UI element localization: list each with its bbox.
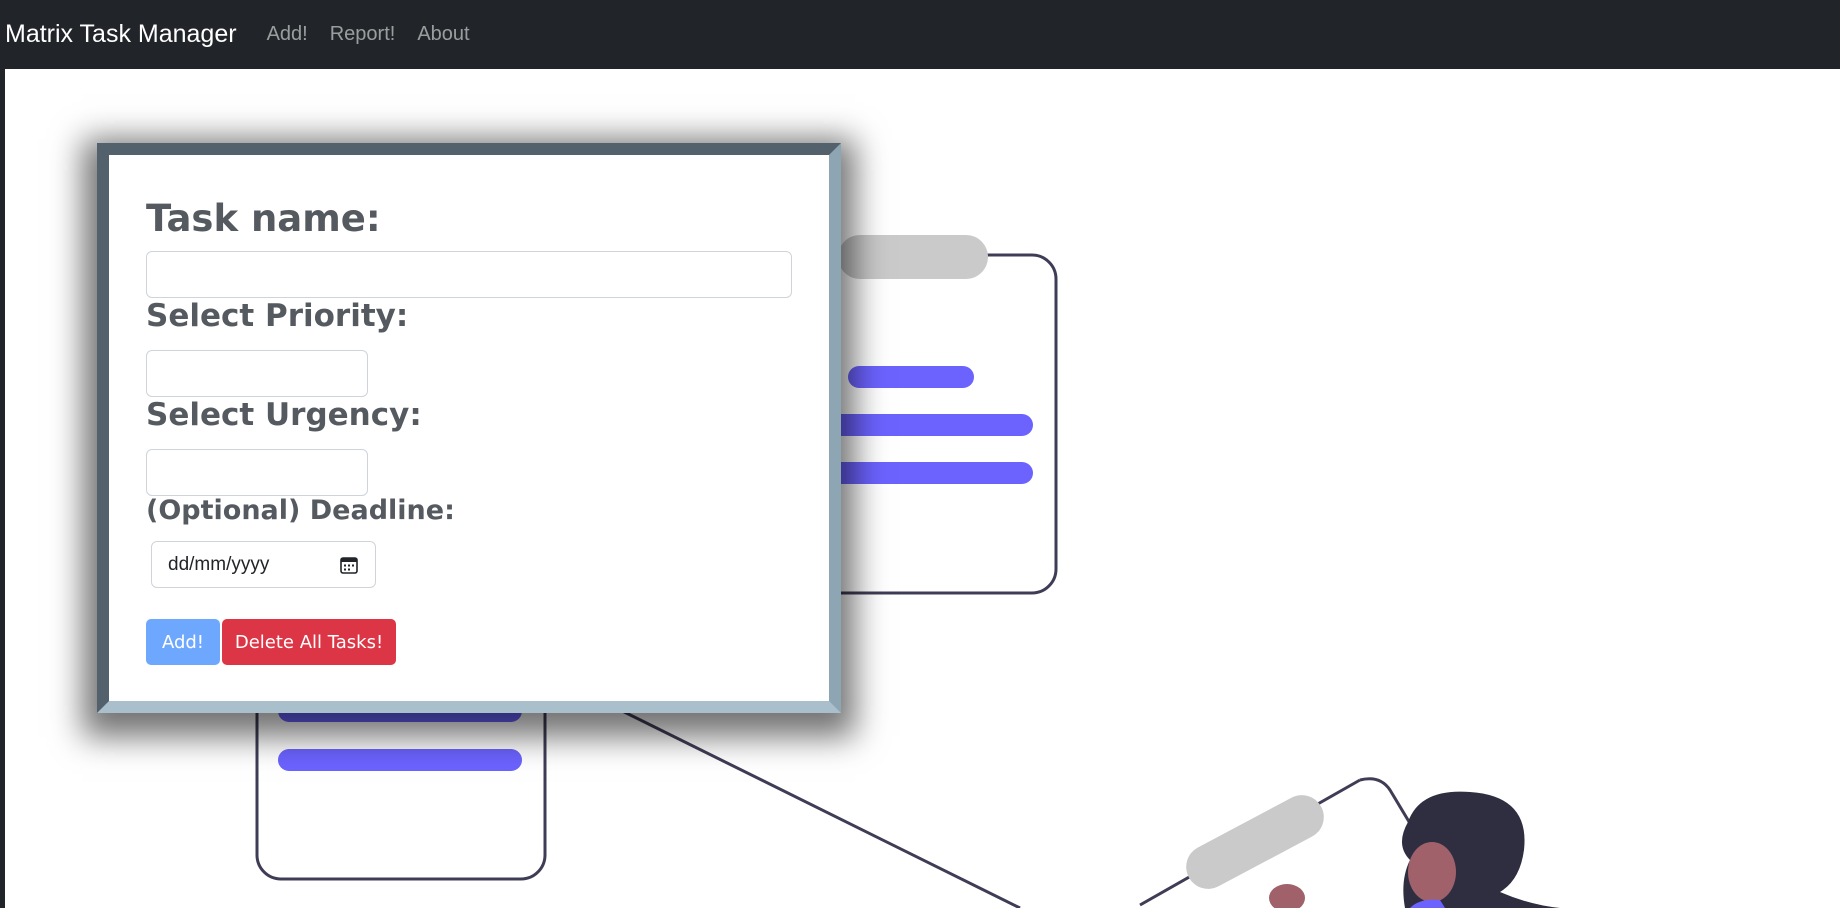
connector-line-down [599,698,1021,908]
window-edge [0,0,5,908]
floating-gray-pill [1186,795,1324,889]
clipboard-right-bar-1 [848,366,974,388]
nav-link-report[interactable]: Report! [329,23,396,45]
calendar-icon[interactable] [339,555,359,575]
person-hand [1269,884,1305,908]
add-task-form: Task name: Select Priority: Select Urgen… [97,143,841,713]
person-face [1408,842,1456,902]
task-name-input[interactable] [146,251,792,298]
urgency-input[interactable] [146,449,368,496]
deadline-date-input[interactable]: dd/mm/yyyy [151,541,376,588]
task-name-label: Task name: [146,197,381,240]
priority-input[interactable] [146,350,368,397]
clipboard-left-bar-3 [278,749,522,771]
clipboard-right-bar-3 [790,462,1033,484]
connector-line-corner [1359,777,1422,841]
urgency-label: Select Urgency: [146,397,422,433]
deadline-label: (Optional) Deadline: [146,495,455,526]
navbar: Matrix Task Manager Add! Report! About [0,0,1840,69]
nav-link-about[interactable]: About [417,23,470,45]
add-button[interactable]: Add! [146,619,220,665]
delete-all-tasks-button[interactable]: Delete All Tasks! [222,619,396,665]
priority-label: Select Priority: [146,298,409,334]
clipboard-right-bar-2 [790,414,1033,436]
deadline-placeholder: dd/mm/yyyy [168,553,270,575]
person-shirt [1410,899,1445,908]
nav-link-add[interactable]: Add! [266,23,308,45]
clipboard-right-clip [838,235,988,279]
navbar-brand[interactable]: Matrix Task Manager [5,20,237,48]
